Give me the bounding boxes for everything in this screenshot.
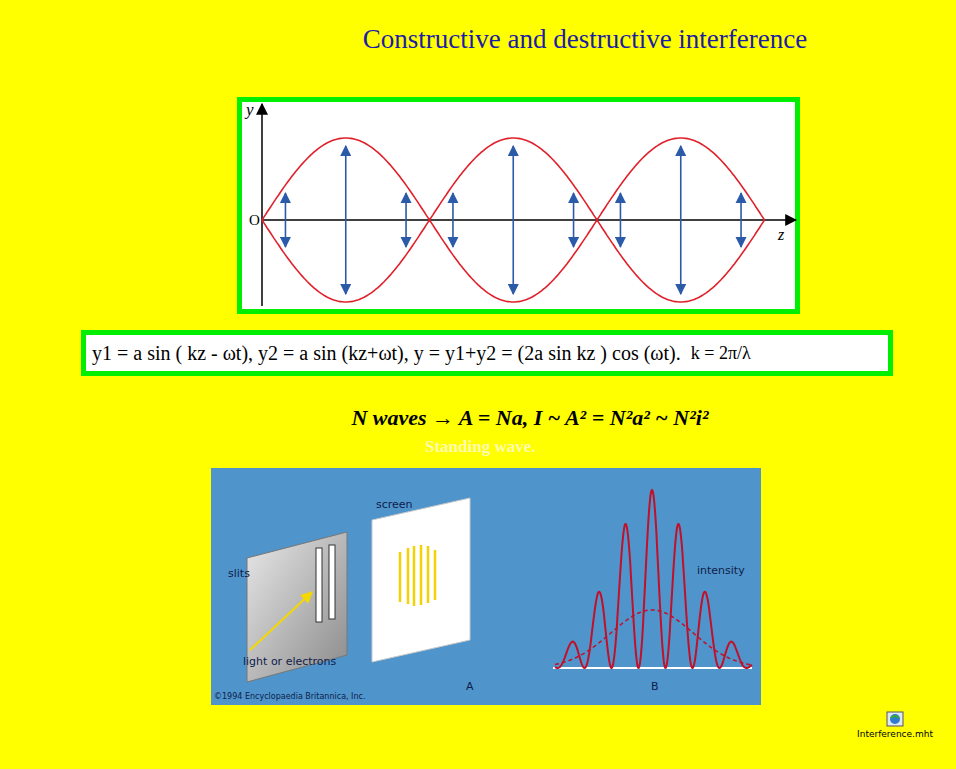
origin-label: O: [249, 212, 260, 229]
displacement-arrow: [740, 193, 742, 247]
axis-label: y: [246, 100, 254, 120]
displacement-arrow: [405, 193, 407, 247]
part-label: slits: [228, 567, 250, 580]
slit: [316, 548, 322, 622]
panel: [211, 468, 761, 705]
light-arrow: [250, 592, 312, 650]
displacement-arrow: [452, 193, 454, 247]
part-label: intensity: [697, 564, 745, 577]
displacement-arrow: [620, 193, 622, 247]
envelope: [555, 610, 752, 665]
file-icon: [887, 712, 903, 726]
fringes: [400, 545, 435, 606]
displacement-arrow: [512, 146, 514, 294]
intensity-curve: [555, 490, 752, 668]
panel-letter: B: [651, 680, 659, 693]
displacement-arrow: [285, 193, 287, 247]
slit: [329, 545, 335, 619]
screen: [372, 498, 470, 662]
z-axis: [262, 219, 796, 221]
displacement-arrow: [573, 193, 575, 247]
wavenumber-formula: k = 2π/λ: [691, 343, 751, 364]
y-axis: [261, 104, 263, 306]
file-name: Interference.mht: [857, 729, 933, 739]
part-label: screen: [376, 498, 413, 511]
intensity-formula: N waves → A = Na, I ~ A² = N²a² ~ N²i²: [351, 405, 708, 431]
wave-formula: y1 = a sin ( kz - ωt), y2 = a sin (kz+ωt…: [92, 342, 681, 365]
displacement-arrow: [345, 146, 347, 294]
standing-wave: [262, 138, 765, 302]
displacement-arrow: [680, 146, 682, 294]
caption-note: Standing wave.: [425, 437, 536, 457]
slide-title: Constructive and destructive interferenc…: [363, 24, 808, 55]
panel-letter: A: [466, 680, 474, 693]
part-label: light or electrons: [243, 655, 336, 668]
axis-label: z: [778, 226, 784, 244]
formula-box: y1 = a sin ( kz - ωt), y2 = a sin (kz+ωt…: [81, 330, 893, 376]
plot-frame: [240, 100, 798, 312]
copyright-note: ©1994 Encyclopaedia Britannica, Inc.: [214, 692, 365, 701]
